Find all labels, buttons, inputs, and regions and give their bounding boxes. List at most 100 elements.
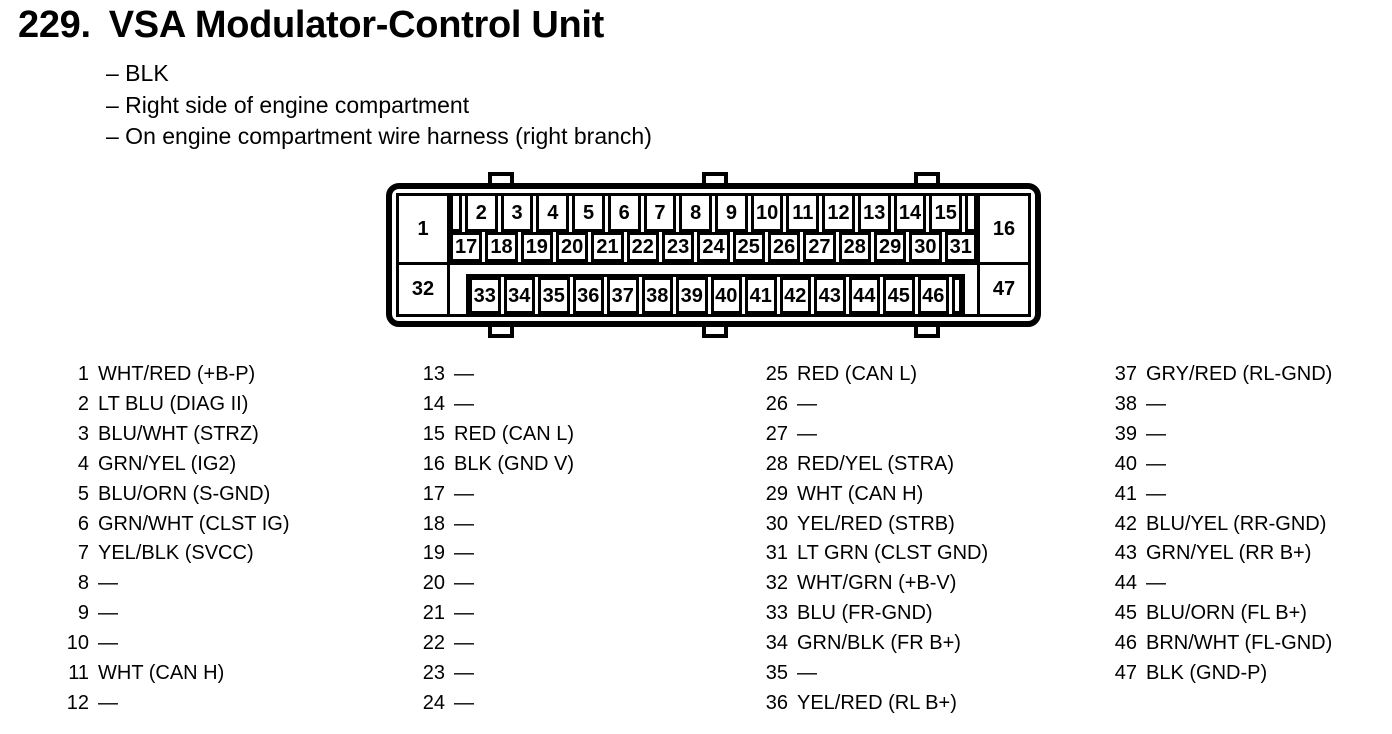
pin-list-row: 22 — — [407, 629, 574, 659]
pin-list-row: 2 LT BLU (DIAG II) — [51, 390, 289, 420]
pin-number: 37 — [1114, 363, 1137, 386]
pin-wire-label: BLU/YEL (RR-GND) — [1146, 512, 1327, 535]
pin-list-row: 35 — — [750, 658, 988, 688]
pin-wire-label: — — [797, 393, 817, 416]
pin-wire-label: — — [1146, 393, 1166, 416]
pin-number: 47 — [1114, 661, 1137, 684]
pin-number: 1 — [77, 363, 89, 386]
pin-list-row: 27 — — [750, 420, 988, 450]
pin-wire-label: — — [1146, 423, 1166, 446]
pin-wire-label: — — [797, 423, 817, 446]
pin-number: 27 — [765, 423, 788, 446]
pin-wire-label: WHT/RED (+B-P) — [98, 363, 256, 386]
pin-number: 41 — [1114, 482, 1137, 505]
connector-pin-cell: 35 — [538, 277, 570, 314]
pin-list-row: 3 BLU/WHT (STRZ) — [51, 420, 289, 450]
pin-wire-label: — — [98, 572, 118, 595]
pin-wire-label: LT GRN (CLST GND) — [797, 542, 989, 565]
pin-list-row: 11 WHT (CAN H) — [51, 658, 289, 688]
pin-list-row: 38 — — [1099, 390, 1332, 420]
pin-wire-label: — — [98, 602, 118, 625]
pin-number: 36 — [765, 691, 788, 714]
pin-list-row: 1 WHT/RED (+B-P) — [51, 360, 289, 390]
connector-pin-cell: 38 — [641, 277, 673, 314]
pin-wire-label: — — [454, 482, 474, 505]
pin-number: 24 — [422, 691, 445, 714]
connector-pin-cell: 47 — [992, 278, 1016, 300]
pin-list-row: 8 — — [51, 569, 289, 599]
connector-pin-cell: 7 — [643, 196, 677, 232]
note-line: – On engine compartment wire harness (ri… — [106, 123, 652, 149]
pin-list-row: 25 RED (CAN L) — [750, 360, 988, 390]
pin-wire-label: WHT/GRN (+B-V) — [797, 572, 957, 595]
pin-list-row: 4 GRN/YEL (IG2) — [51, 450, 289, 480]
pin-list-row: 34 GRN/BLK (FR B+) — [750, 629, 988, 659]
blank-cell — [450, 196, 462, 232]
pin-list-column-1: 1 WHT/RED (+B-P) 2 LT BLU (DIAG II) 3 BL… — [51, 360, 290, 718]
connector-pin-cell: 5 — [572, 196, 605, 232]
pin-number: 31 — [765, 542, 788, 565]
pin-number: 22 — [422, 632, 445, 655]
note-line: – BLK — [106, 60, 169, 86]
connector-pin-cell: 11 — [786, 196, 820, 232]
connector-pin-cell: 33 — [469, 277, 501, 314]
pin-list-row: 16 BLK (GND V) — [407, 450, 574, 480]
pin-list-row: 15 RED (CAN L) — [407, 420, 574, 450]
pin-wire-label: — — [454, 691, 474, 714]
section-number: 229. — [18, 4, 91, 46]
pin-wire-label: WHT (CAN H) — [797, 482, 924, 505]
page-title: 229. VSA Modulator-Control Unit — [18, 4, 604, 47]
pin-number: 6 — [77, 512, 89, 535]
pin-wire-label: GRN/YEL (RR B+) — [1146, 542, 1312, 565]
pin-list-row: 26 — — [750, 390, 988, 420]
pin-number: 9 — [77, 602, 89, 625]
pin-number: 20 — [422, 572, 445, 595]
pin-list-row: 30 YEL/RED (STRB) — [750, 509, 988, 539]
pin-list-row: 10 — — [51, 629, 289, 659]
pin-number: 35 — [765, 661, 788, 684]
connector-pin-cell: 43 — [814, 277, 846, 314]
pin-wire-label: — — [1146, 482, 1166, 505]
pin-list-row: 24 — — [407, 688, 574, 718]
pin-number: 3 — [77, 423, 89, 446]
pin-list-row: 14 — — [407, 390, 574, 420]
pin-number: 29 — [765, 482, 788, 505]
pin-number: 17 — [422, 482, 445, 505]
pin-number: 30 — [765, 512, 788, 535]
connector-pin-cell: 46 — [917, 277, 949, 314]
pin-wire-label: GRN/WHT (CLST IG) — [98, 512, 290, 535]
pin-list-row: 21 — — [407, 599, 574, 629]
pin-number: 10 — [66, 632, 89, 655]
connector-pin-cell: 18 — [485, 232, 518, 262]
pin-number: 28 — [765, 452, 788, 475]
connector-pin-cell: 19 — [520, 232, 553, 262]
pin-number: 11 — [68, 661, 89, 684]
pin-wire-label: WHT (CAN H) — [98, 661, 225, 684]
connector-pin-cell: 32 — [411, 278, 435, 300]
connector-pin-cell: 17 — [450, 232, 483, 262]
pin-wire-label: — — [1146, 452, 1166, 475]
connector-pin-cell: 30 — [909, 232, 942, 262]
pin-number: 2 — [77, 393, 89, 416]
connector-right-column: 16 47 — [977, 196, 1028, 314]
pin-wire-label: — — [98, 632, 118, 655]
connector-pin-cell: 44 — [848, 277, 880, 314]
pin-number: 12 — [66, 691, 89, 714]
pin-list-row: 47 BLK (GND-P) — [1099, 658, 1332, 688]
pin-number: 43 — [1114, 542, 1137, 565]
pin-wire-label: RED/YEL (STRA) — [797, 452, 955, 475]
pin-number: 39 — [1114, 423, 1137, 446]
pin-wire-label: — — [98, 691, 118, 714]
pin-list-row: 20 — — [407, 569, 574, 599]
pin-wire-label: — — [1146, 572, 1166, 595]
connector-pin-cell: 29 — [873, 232, 907, 262]
connector-pin-cell: 27 — [803, 232, 836, 262]
pin-number: 40 — [1114, 452, 1137, 475]
connector-pin-cell: 42 — [779, 277, 811, 314]
pin-number: 44 — [1114, 572, 1137, 595]
pin-wire-label: BRN/WHT (FL-GND) — [1146, 632, 1333, 655]
